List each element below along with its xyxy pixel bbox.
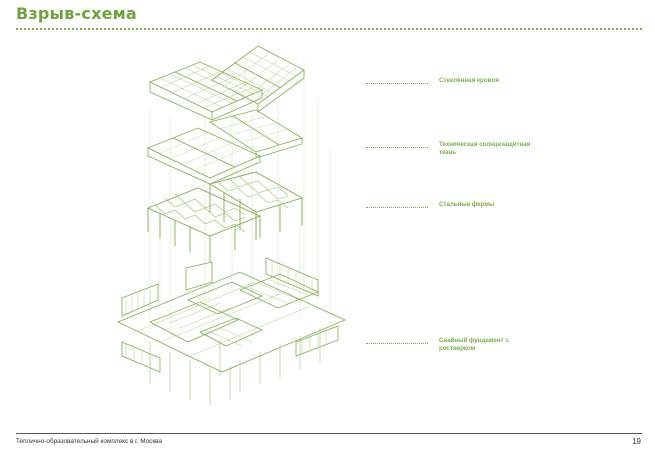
callout-leader-line [366,83,428,84]
callout-leader-line [366,343,428,344]
glass-roof-grid [159,51,297,108]
callout-steel-trusses: Стальные фермы [366,201,636,231]
sunshade-fabric [147,109,303,185]
foundation-detail-lines [125,260,327,368]
page-title: Взрыв-схема [16,4,137,23]
pile-foundation-plan [117,257,346,373]
callout-label: Техническая солнцезащитная ткань [439,141,531,156]
callout-sunshade-fabric: Техническая солнцезащитная ткань [366,141,636,171]
callout-pile-foundation: Свайный фундамент с ростверком [366,337,636,367]
footer-project-title: Теплично-образовательный комплекс в г. М… [16,438,163,445]
steel-truss-webs [154,174,289,233]
steel-trusses [146,171,304,262]
foundation-piles [149,328,321,406]
explosion-guide-lines [149,58,331,330]
callout-glass-roof: Стеклянная кровля [366,77,636,107]
callout-label: Стальные фермы [439,201,495,208]
callout-label: Стеклянная кровля [439,77,499,84]
title-dotted-rule [16,28,642,30]
sunshade-fabric-grid [159,115,293,170]
glass-roof [149,45,305,121]
callout-leader-line [366,147,428,148]
footer-rule [16,433,642,434]
page-number: 19 [632,437,641,446]
callout-leader-line [366,207,428,208]
callout-label: Свайный фундамент с ростверком [439,337,509,352]
